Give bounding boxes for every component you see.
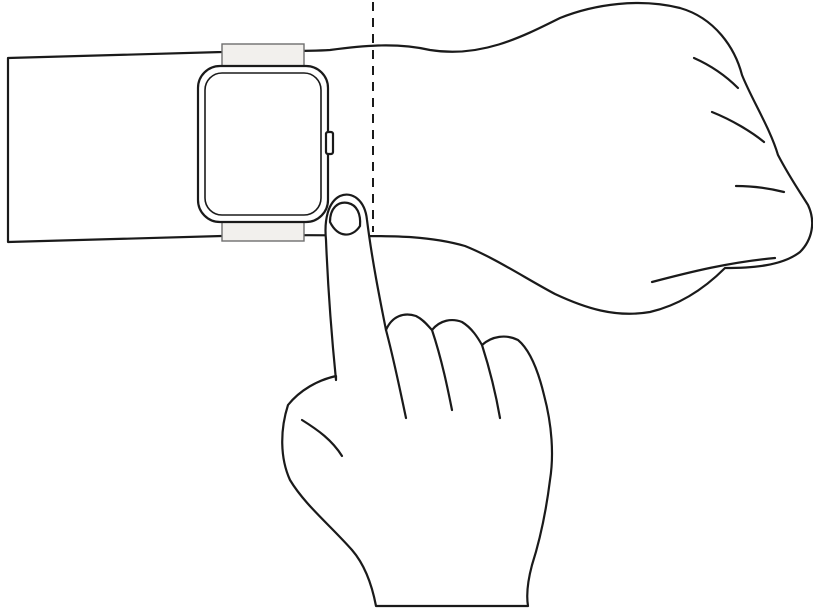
knuckle-line-4	[650, 256, 777, 284]
pointing-hand	[281, 193, 554, 608]
smartwatch	[196, 64, 335, 224]
knuckle-line-3	[734, 184, 786, 194]
thumb-crease	[300, 418, 344, 458]
finger-line-1	[384, 328, 408, 420]
knuckle-line-1	[692, 56, 740, 90]
pointing-hand-outline	[281, 193, 554, 608]
finger-line-3	[480, 343, 502, 420]
watch-straps	[221, 43, 305, 242]
finger-line-2	[430, 328, 454, 412]
forearm-and-hand	[6, 1, 813, 315]
top-strap	[221, 43, 305, 69]
watch-case	[196, 64, 330, 224]
watch-screen	[204, 72, 322, 216]
forearm-outline	[6, 1, 813, 315]
fingernail	[328, 201, 362, 236]
knuckle-line-2	[710, 110, 766, 144]
watch-side-button	[324, 130, 335, 156]
